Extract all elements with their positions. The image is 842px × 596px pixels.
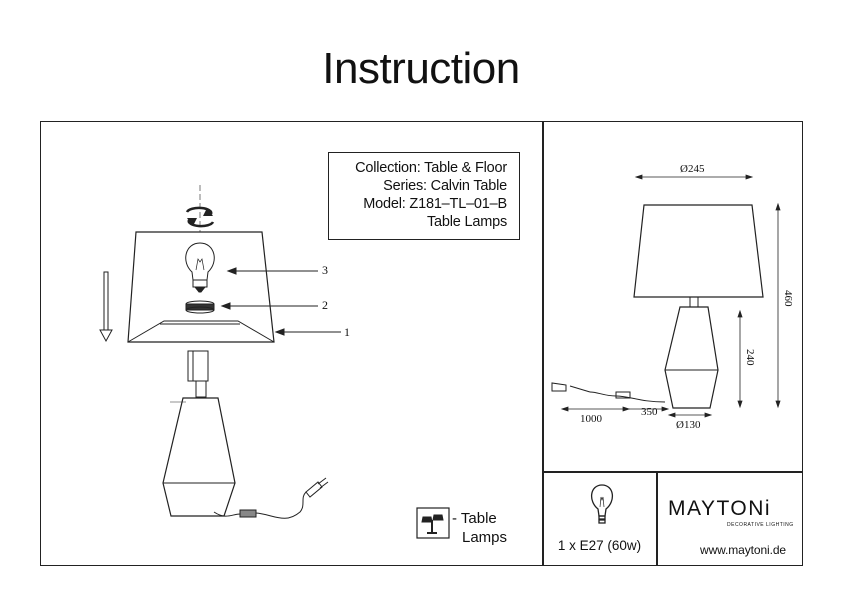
dimension-lines	[560, 174, 781, 418]
assembly-panel	[40, 121, 544, 566]
dim-base-diameter: Ø130	[676, 419, 701, 431]
brand-panel	[656, 471, 803, 566]
lamp-base	[162, 397, 236, 517]
callout-number-1: 1	[344, 325, 350, 339]
dim-cable: 1000	[580, 413, 602, 425]
callout-number-2: 2	[322, 298, 328, 312]
page-title: Instruction	[322, 44, 520, 93]
brand-tagline: DECORATIVE LIGHTING	[727, 522, 794, 528]
category-text: Table Lamps	[426, 214, 507, 230]
series-text: Series: Calvin Table	[383, 178, 507, 194]
legend-line-1: - Table	[452, 510, 497, 527]
dim-cable-switch: 350	[641, 406, 658, 418]
model-text: Model: Z181–TL–01–B	[363, 196, 507, 212]
table-lamp-icon	[416, 507, 450, 539]
power-cable	[213, 477, 329, 519]
lamp-socket-stem	[187, 350, 209, 398]
rotate-icon	[185, 206, 215, 228]
dimension-lamp	[551, 204, 764, 409]
lampshade	[127, 231, 275, 343]
legend-text: - Table Lamps	[452, 509, 507, 547]
callout-number-3: 3	[322, 263, 328, 277]
product-info-box: Collection: Table & Floor Series: Calvin…	[328, 152, 520, 240]
arrow-down-icon	[99, 271, 113, 343]
dimensions-panel	[542, 121, 803, 473]
website-text: www.maytoni.de	[700, 543, 786, 557]
legend-line-2: Lamps	[462, 529, 508, 546]
bulb-spec-text: 1 x E27 (60w)	[557, 538, 642, 553]
ring-nut-part	[185, 300, 215, 314]
bulb-part	[185, 242, 215, 293]
dim-shade-diameter: Ø245	[680, 163, 705, 175]
collection-text: Collection: Table & Floor	[355, 160, 507, 176]
spec-panel	[542, 471, 658, 566]
dim-height-total: 460	[782, 290, 794, 307]
brand-logo: MAYTONi	[668, 497, 772, 520]
bulb-icon	[591, 484, 613, 524]
dim-height-base: 240	[744, 349, 756, 366]
